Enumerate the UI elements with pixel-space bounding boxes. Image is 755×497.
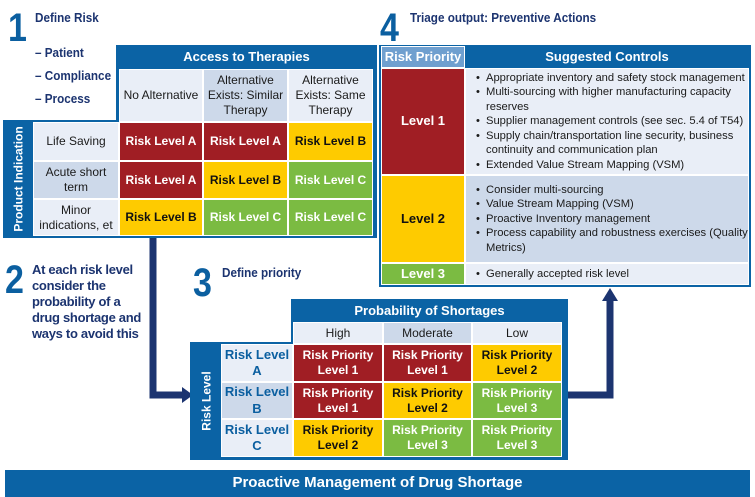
access-to-therapies-header: Access to Therapies bbox=[118, 46, 375, 69]
control-item: Proactive Inventory management bbox=[474, 212, 748, 227]
row-label: Risk Level A bbox=[221, 344, 293, 382]
priority-cell: Risk Priority Level 3 bbox=[472, 382, 562, 419]
control-item: Value Stream Mapping (VSM) bbox=[474, 197, 748, 212]
arrow-head bbox=[182, 387, 193, 403]
level-1-controls: Appropriate inventory and safety stock m… bbox=[465, 68, 749, 175]
product-indication-axis: Product Indication bbox=[5, 122, 33, 236]
column-header: High bbox=[293, 322, 383, 344]
step2-text: At each risk level consider the probabil… bbox=[32, 262, 142, 341]
control-item: Generally accepted risk level bbox=[474, 267, 629, 282]
risk-cell: Risk Level A bbox=[119, 161, 203, 199]
control-item: Consider multi-sourcing bbox=[474, 183, 748, 198]
step1-title: Define Risk bbox=[35, 10, 99, 25]
row-label: Minor indications, et bbox=[33, 199, 119, 236]
risk-cell: Risk Level A bbox=[119, 122, 203, 161]
risk-priority-header: Risk Priority bbox=[381, 46, 465, 68]
level-2-controls: Consider multi-sourcingValue Stream Mapp… bbox=[465, 175, 749, 263]
step-number-1: 1 bbox=[8, 6, 27, 50]
footer-banner: Proactive Management of Drug Shortage bbox=[5, 470, 750, 497]
risk-level-axis: Risk Level bbox=[192, 344, 221, 458]
priority-cell: Risk Priority Level 1 bbox=[383, 344, 472, 382]
column-header: Moderate bbox=[383, 322, 472, 344]
row-label: Life Saving bbox=[33, 122, 119, 161]
arrow-head bbox=[602, 288, 618, 301]
column-header: No Alternative bbox=[119, 69, 203, 122]
arrow-step3-to-step4 bbox=[567, 300, 614, 399]
priority-cell: Risk Priority Level 2 bbox=[293, 419, 383, 457]
control-item: Multi-sourcing with higher manufacturing… bbox=[474, 85, 748, 114]
row-label: Risk Level B bbox=[221, 382, 293, 419]
level-3-label: Level 3 bbox=[381, 263, 465, 285]
control-item: Supply chain/transportation line securit… bbox=[474, 129, 748, 158]
step-number-4: 4 bbox=[380, 6, 399, 50]
priority-cell: Risk Priority Level 3 bbox=[383, 419, 472, 457]
level-1-label: Level 1 bbox=[381, 68, 465, 175]
step3-title: Define priority bbox=[222, 265, 302, 280]
priority-cell: Risk Priority Level 3 bbox=[472, 419, 562, 457]
column-header: Alternative Exists: Similar Therapy bbox=[203, 69, 288, 122]
control-item: Extended Value Stream Mapping (VSM) bbox=[474, 158, 748, 173]
suggested-controls-header: Suggested Controls bbox=[465, 46, 749, 68]
control-item: Appropriate inventory and safety stock m… bbox=[474, 71, 748, 86]
arrow-step1-to-step3 bbox=[149, 236, 183, 399]
bullet-process: – Process bbox=[35, 91, 91, 106]
risk-cell: Risk Level A bbox=[203, 122, 288, 161]
level-2-label: Level 2 bbox=[381, 175, 465, 263]
priority-cell: Risk Priority Level 2 bbox=[472, 344, 562, 382]
level-3-controls: Generally accepted risk level bbox=[465, 263, 749, 285]
row-label: Acute short term bbox=[33, 161, 119, 199]
step-number-2: 2 bbox=[5, 258, 24, 302]
priority-cell: Risk Priority Level 1 bbox=[293, 344, 383, 382]
probability-of-shortages-header: Probability of Shortages bbox=[293, 300, 566, 322]
control-item: Process capability and robustness exerci… bbox=[474, 226, 748, 255]
priority-cell: Risk Priority Level 2 bbox=[383, 382, 472, 419]
row-label: Risk Level C bbox=[221, 419, 293, 457]
bullet-compliance: – Compliance bbox=[35, 68, 112, 83]
risk-cell: Risk Level B bbox=[203, 161, 288, 199]
bullet-patient: – Patient bbox=[35, 45, 84, 60]
risk-cell: Risk Level B bbox=[119, 199, 203, 236]
column-header: Alternative Exists: Same Therapy bbox=[288, 69, 373, 122]
priority-cell: Risk Priority Level 1 bbox=[293, 382, 383, 419]
step4-title: Triage output: Preventive Actions bbox=[410, 10, 597, 25]
column-header: Low bbox=[472, 322, 562, 344]
risk-cell: Risk Level C bbox=[288, 199, 373, 236]
risk-cell: Risk Level B bbox=[288, 122, 373, 161]
step-number-3: 3 bbox=[193, 261, 212, 305]
control-item: Supplier management controls (see sec. 5… bbox=[474, 114, 748, 129]
risk-cell: Risk Level C bbox=[288, 161, 373, 199]
risk-cell: Risk Level C bbox=[203, 199, 288, 236]
